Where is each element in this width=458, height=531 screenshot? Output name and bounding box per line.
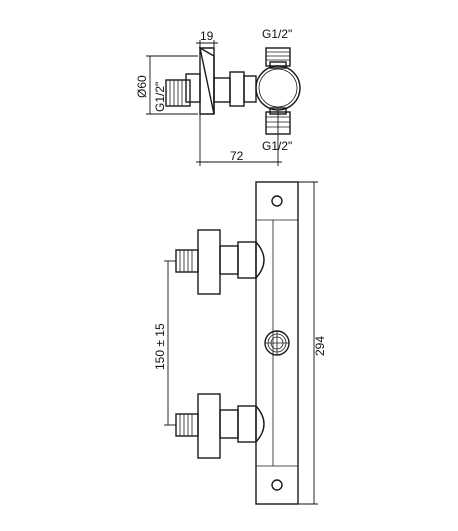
- side-inlet-body: [185, 73, 201, 103]
- height-dim-label: 294: [313, 336, 327, 356]
- diameter-dim-label: Ø60: [135, 75, 149, 98]
- inlet-spacing-label: 150 ± 15: [153, 323, 167, 370]
- lower-inlet: [175, 393, 265, 459]
- top-view: 19 Ø60 G1/2" G1/2" G1/2" 72: [135, 27, 301, 166]
- upper-inlet: [175, 229, 265, 295]
- top-fitting: [265, 47, 291, 67]
- offset-dim-label: 72: [230, 149, 244, 163]
- width-dim-label: 19: [200, 29, 214, 43]
- bottom-mount-hole: [271, 479, 283, 491]
- top-thread-label: G1/2": [262, 27, 292, 41]
- bottom-thread-label: G1/2": [262, 139, 292, 153]
- top-mount-hole: [271, 195, 283, 207]
- side-thread-label: G1/2": [153, 82, 167, 112]
- main-bar: [255, 181, 299, 505]
- mixer-body-circle: [255, 65, 301, 111]
- front-view: 150 ± 15 294: [153, 181, 327, 505]
